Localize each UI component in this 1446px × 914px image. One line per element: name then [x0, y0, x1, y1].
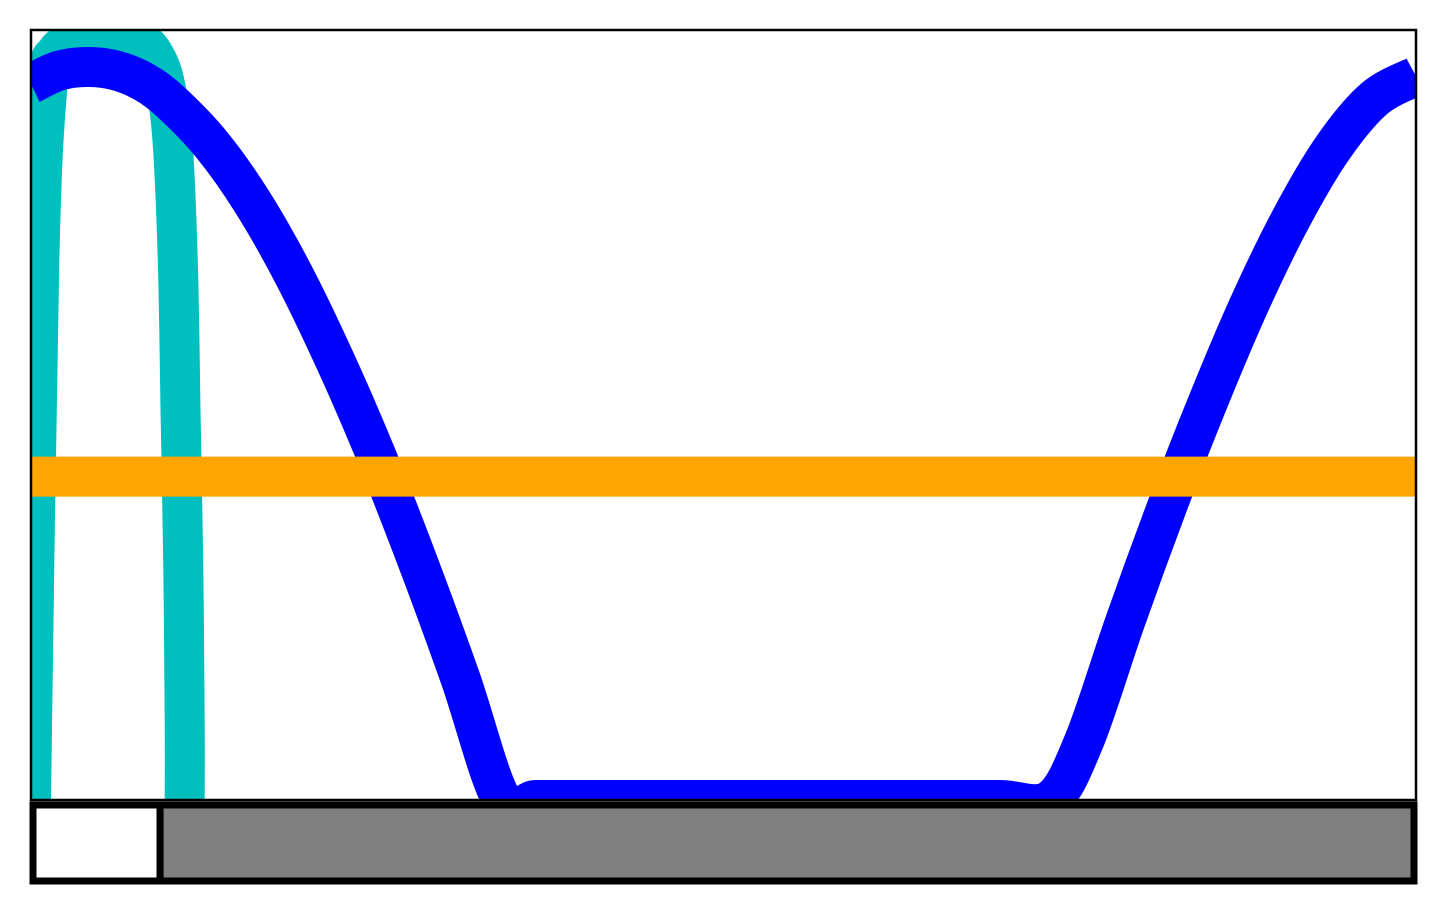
series-line-2: [31, 46, 1416, 800]
bar-segment-2: [156, 801, 1418, 885]
bottom-bar: [29, 801, 1418, 885]
bar-segment-1: [29, 801, 164, 885]
series-layer: [31, 30, 1416, 800]
series-line-1: [31, 30, 205, 800]
plot-frame: [29, 28, 1418, 802]
